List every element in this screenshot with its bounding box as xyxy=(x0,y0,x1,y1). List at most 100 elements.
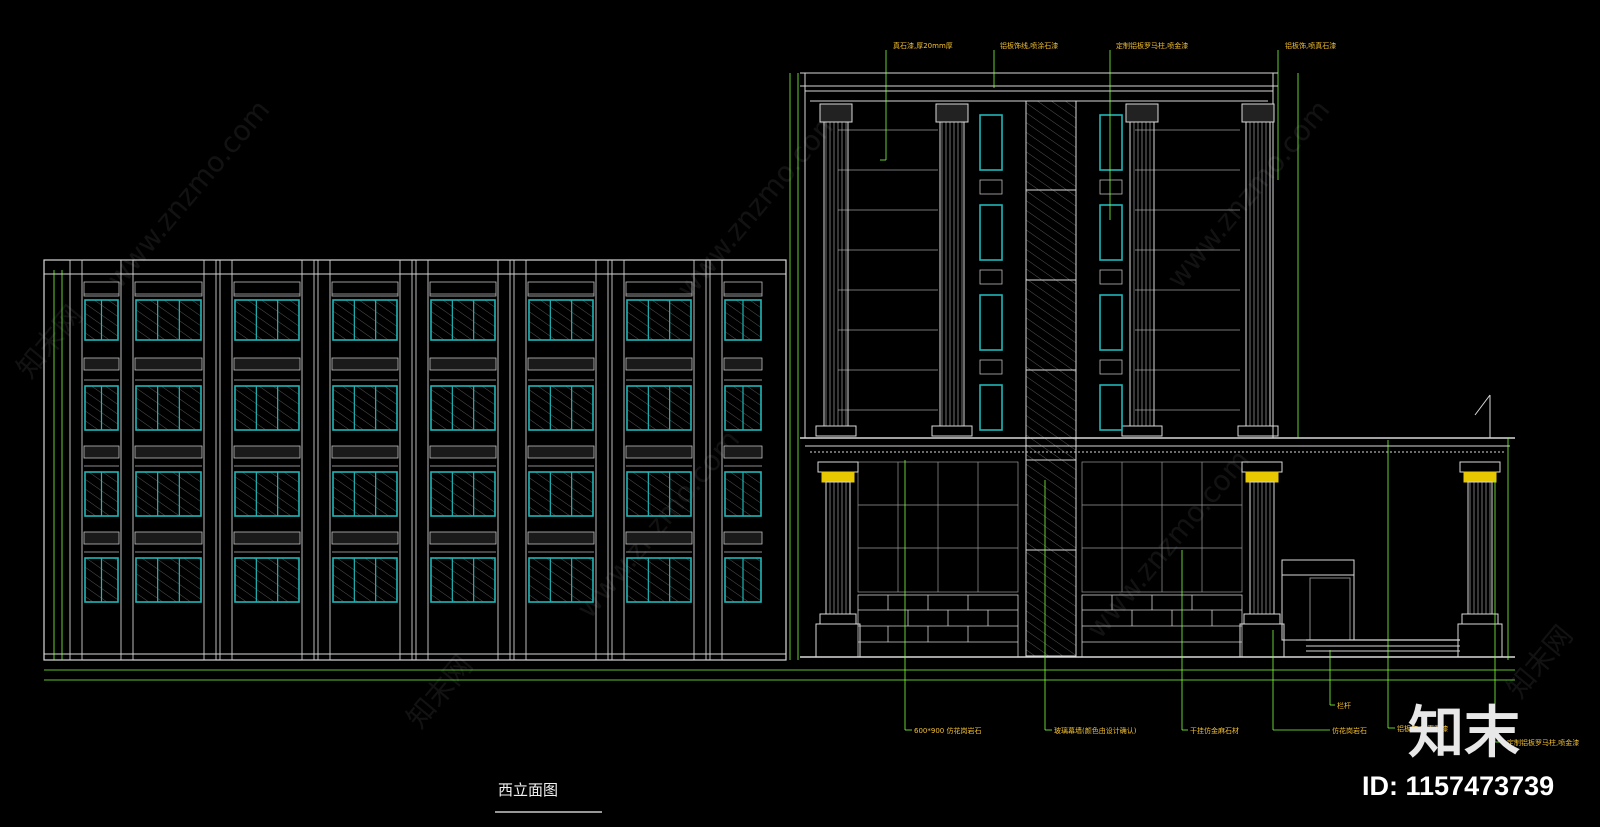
decor-band xyxy=(429,531,497,545)
decor-band xyxy=(429,281,497,297)
pilaster xyxy=(399,259,413,661)
pilaster xyxy=(693,259,707,661)
decor-band xyxy=(83,281,120,297)
decor-band xyxy=(331,281,399,297)
window xyxy=(332,299,398,341)
decor-band xyxy=(723,531,763,545)
decor-band xyxy=(527,445,595,459)
decor-band xyxy=(625,281,693,297)
glass-curtain-wall xyxy=(1025,100,1077,657)
tower-window xyxy=(979,384,1003,431)
tower-pilaster xyxy=(1121,103,1163,437)
window xyxy=(234,299,300,341)
annotation-group-bottom: 600*900 仿花岗岩石 玻璃幕墙(颜色由设计确认) 干挂仿金麻石材 仿花岗岩… xyxy=(914,701,1579,747)
pilaster xyxy=(219,259,233,661)
window xyxy=(626,299,692,341)
window xyxy=(626,471,692,517)
tower-window xyxy=(979,294,1003,351)
decor-band xyxy=(723,445,763,459)
tower-window xyxy=(979,114,1003,171)
tower-window xyxy=(1099,114,1123,171)
window xyxy=(332,385,398,431)
ground-column xyxy=(815,461,861,658)
window xyxy=(234,471,300,517)
window xyxy=(430,557,496,603)
window xyxy=(135,299,202,341)
tower-pilaster xyxy=(1237,103,1279,437)
pilaster xyxy=(595,259,609,661)
decor-band xyxy=(233,357,301,371)
ground-column xyxy=(1239,461,1285,658)
pilaster xyxy=(69,259,83,661)
decor-band xyxy=(331,445,399,459)
pilaster xyxy=(203,259,217,661)
annotation-label: 仿花岗岩石 xyxy=(1332,726,1367,735)
window xyxy=(135,557,202,603)
pilaster xyxy=(513,259,527,661)
window xyxy=(626,557,692,603)
window xyxy=(135,471,202,517)
decor-band xyxy=(527,281,595,297)
annotation-label: 铝板饰,喷真石漆 xyxy=(1285,41,1336,50)
decor-band xyxy=(625,531,693,545)
annotation-label: 铝板饰,喷真石漆 xyxy=(1397,724,1448,733)
window xyxy=(332,557,398,603)
window xyxy=(234,385,300,431)
decor-band xyxy=(83,357,120,371)
window xyxy=(528,385,594,431)
pilaster xyxy=(317,259,331,661)
pilaster xyxy=(709,259,723,661)
decor-band xyxy=(723,357,763,371)
decor-band xyxy=(331,531,399,545)
drawing-title: 西立面图 xyxy=(498,781,558,799)
window xyxy=(528,299,594,341)
watermark-text: 知末网 xyxy=(10,299,89,385)
decor-band xyxy=(233,281,301,297)
right-building-elevation xyxy=(800,72,1515,658)
decor-band xyxy=(625,357,693,371)
decor-band xyxy=(625,445,693,459)
watermark-text: www.znzmo.com xyxy=(1080,443,1256,644)
decor-band xyxy=(723,281,763,297)
decor-band xyxy=(134,281,203,297)
side-entrance xyxy=(1281,559,1355,641)
annotation-label: 玻璃幕墙(颜色由设计确认) xyxy=(1054,726,1137,735)
annotation-group-top: 真石漆,厚20mm厚 铝板饰线,喷涂石漆 定制铝板罗马柱,喷金漆 铝板饰,喷真石… xyxy=(893,41,1336,50)
decor-band xyxy=(134,357,203,371)
window xyxy=(430,299,496,341)
window xyxy=(528,557,594,603)
decor-band xyxy=(134,445,203,459)
annotation-label: 铝板饰线,喷涂石漆 xyxy=(1000,41,1058,50)
tower-pilaster xyxy=(815,103,857,437)
watermark-text: 知末网 xyxy=(1500,619,1579,705)
window xyxy=(528,471,594,517)
annotation-label: 真石漆,厚20mm厚 xyxy=(893,41,953,50)
decor-band xyxy=(134,531,203,545)
tower-window xyxy=(1099,294,1123,351)
annotation-label: 栏杆 xyxy=(1337,701,1351,710)
watermark-text: 知末网 xyxy=(400,649,479,735)
decor-band xyxy=(527,357,595,371)
dimension-lines xyxy=(44,50,1515,743)
decor-band xyxy=(233,531,301,545)
tower-window xyxy=(1099,204,1123,261)
watermark-text: www.znzmo.com xyxy=(100,93,276,294)
window xyxy=(332,471,398,517)
tower-pilaster xyxy=(931,103,973,437)
decor-band xyxy=(331,357,399,371)
decor-band xyxy=(233,445,301,459)
left-building-outline xyxy=(43,259,787,661)
annotation-label: 定制铝板罗马柱,喷金漆 xyxy=(1507,738,1579,747)
window xyxy=(234,557,300,603)
decor-band xyxy=(527,531,595,545)
decor-band xyxy=(83,445,120,459)
ground-column xyxy=(1457,461,1503,658)
decor-band xyxy=(429,357,497,371)
pilaster xyxy=(497,259,511,661)
pilaster xyxy=(301,259,315,661)
tower-window xyxy=(1099,384,1123,431)
pilaster xyxy=(120,259,134,661)
tower-window xyxy=(979,204,1003,261)
window xyxy=(430,471,496,517)
